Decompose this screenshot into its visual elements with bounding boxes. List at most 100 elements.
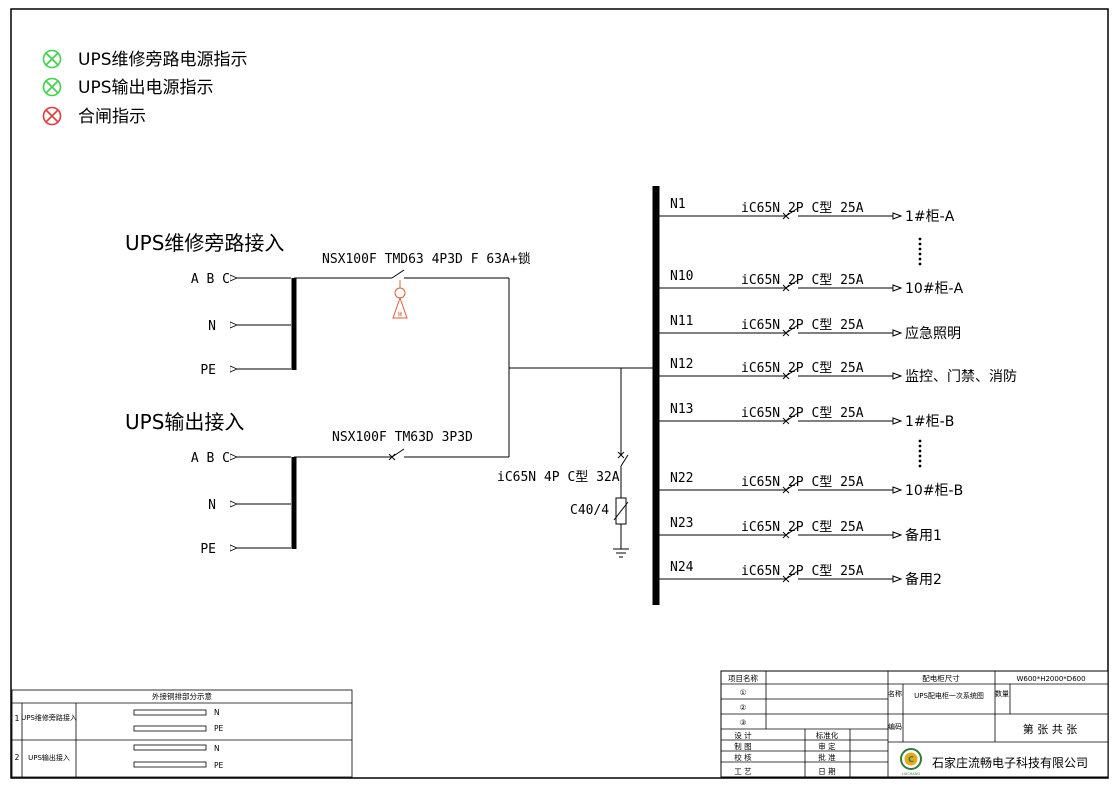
arrow-icon [892,372,903,380]
arrow-icon [892,531,903,539]
role-approve: 批 准 [818,752,836,762]
rev-1: ① [740,688,747,697]
company-logo-icon: C LIUCHANG [900,748,922,776]
padlock-icon: 锁 [392,280,408,319]
drawing-frame [10,8,1109,779]
role-approval-review: 审 定 [818,741,836,751]
role-date: 日 期 [818,767,835,776]
breaker-switch-icon [391,269,405,279]
feeder-id: N1 [670,197,686,212]
name-label: 名称 [888,689,902,698]
feeder-id: N13 [670,402,693,417]
feeder-breaker-label: iC65N 2P C型 25A [741,475,864,490]
feeder-circuit: N22 iC65N 2P C型 25A 10#柜-B [659,471,963,499]
bypass-breaker-label: NSX100F TMD63 4P3D F 63A+锁 [322,251,531,267]
row-name: UPS维修旁路接入 [21,713,77,722]
feeder-load-label: 备用2 [905,571,942,588]
rev-2: ② [740,703,747,712]
arrow-icon [892,575,903,583]
continuation-dots [918,237,922,468]
row-number: 2 [15,753,20,762]
qty-label: 数量 [995,689,1009,698]
feeder-circuit: N1 iC65N 2P C型 25A 1#柜-A [659,197,955,225]
feeder-load-label: 1#柜-A [905,209,955,225]
feeder-id: N12 [670,357,693,372]
ground-icon [613,548,629,558]
green-indicator-lamp-icon [42,77,62,97]
role-check: 校 核 [734,752,752,762]
feeder-load-label: 备用1 [905,527,942,544]
terminal-label-n: N [208,319,216,334]
busbar-shape [133,761,207,768]
busbar-shape [133,725,207,732]
feeder-id: N22 [670,471,693,486]
project-label: 项目名称 [728,673,758,683]
output-breaker-label: NSX100F TM63D 3P3D [332,430,473,445]
terminal-label-n: N [208,498,216,513]
feeder-load-label: 监控、门禁、消防 [905,369,1017,385]
row-name: UPS输出接入 [28,753,70,762]
feeder-circuit: N12 iC65N 2P C型 25A 监控、门禁、消防 [659,357,1017,385]
feeder-load-label: 10#柜-A [905,281,964,297]
breaker-switch-icon [785,412,799,422]
size-value: W600*H2000*D600 [1016,675,1085,683]
breaker-switch-icon [785,570,799,580]
arrow-icon [892,284,903,292]
bar-label: N [214,744,220,753]
green-indicator-lamp-icon [42,49,62,69]
breaker-switch-icon [620,454,629,467]
legend-label: UPS输出电源指示 [78,78,214,98]
legend: UPS维修旁路电源指示 UPS输出电源指示 合闸指示 [42,49,248,127]
busbar-shape [133,744,207,751]
surge-protector: iC65N 4P C型 32A C40/4 [497,368,629,558]
legend-label: UPS维修旁路电源指示 [78,50,248,70]
legend-label: 合闸指示 [78,107,146,127]
feeder-breaker-label: iC65N 2P C型 25A [741,318,864,333]
role-design: 设 计 [734,730,752,740]
breaker-switch-icon [785,279,799,289]
terminal-label-pe: PE [200,363,216,378]
feeder-breaker-label: iC65N 2P C型 25A [741,520,864,535]
terminal-label-abc: A B C [191,272,230,287]
arrow-icon [892,329,903,337]
bypass-input: UPS维修旁路接入 A B C N PE NSX100F TMD63 4P3D … [125,231,531,378]
role-drawing: 制 图 [734,741,751,751]
arrow-icon [892,486,903,494]
busbar-table-title: 外接铜排部分示意 [152,691,212,701]
title-block: 项目名称 ① ② ③ 设 计 制 图 校 核 工 艺 标准化 审 定 批 准 日… [720,670,1109,778]
red-indicator-lamp-icon [42,106,62,126]
spd-breaker-label: iC65N 4P C型 32A [497,470,620,485]
feeder-id: N10 [670,269,693,284]
output-input-title: UPS输出接入 [125,410,244,434]
busbar-table: 外接铜排部分示意 1 UPS维修旁路接入 N PE 2 UPS输出接入 N PE [11,689,353,778]
legend-item-output-indicator: UPS输出电源指示 [42,77,214,98]
size-label: 配电柜尺寸 [922,673,960,683]
breaker-switch-icon [785,481,799,491]
feeder-breaker-label: iC65N 2P C型 25A [741,361,864,376]
terminal-label-pe: PE [200,542,216,557]
arrow-icon [892,212,903,220]
bar-label: PE [214,724,224,733]
ups-output-input: UPS输出接入 A B C N PE NSX100F TM63D 3P3D [125,368,510,557]
feeder-id: N24 [670,560,694,575]
company-name: 石家庄流畅电子科技有限公司 [932,755,1088,770]
feeder-breaker-label: iC65N 2P C型 25A [741,201,864,216]
role-process: 工 艺 [734,767,751,776]
terminal-label-abc: A B C [191,451,230,466]
feeder-load-label: 10#柜-B [905,483,963,499]
breaker-switch-icon [785,526,799,536]
bar-label: PE [214,761,224,770]
rev-3: ③ [740,718,747,727]
feeder-load-label: 应急照明 [905,325,961,342]
name-value: UPS配电柜一次系统图 [914,691,984,700]
breaker-switch-icon [391,448,405,458]
spd-label: C40/4 [570,503,609,518]
svg-text:C: C [908,755,914,764]
